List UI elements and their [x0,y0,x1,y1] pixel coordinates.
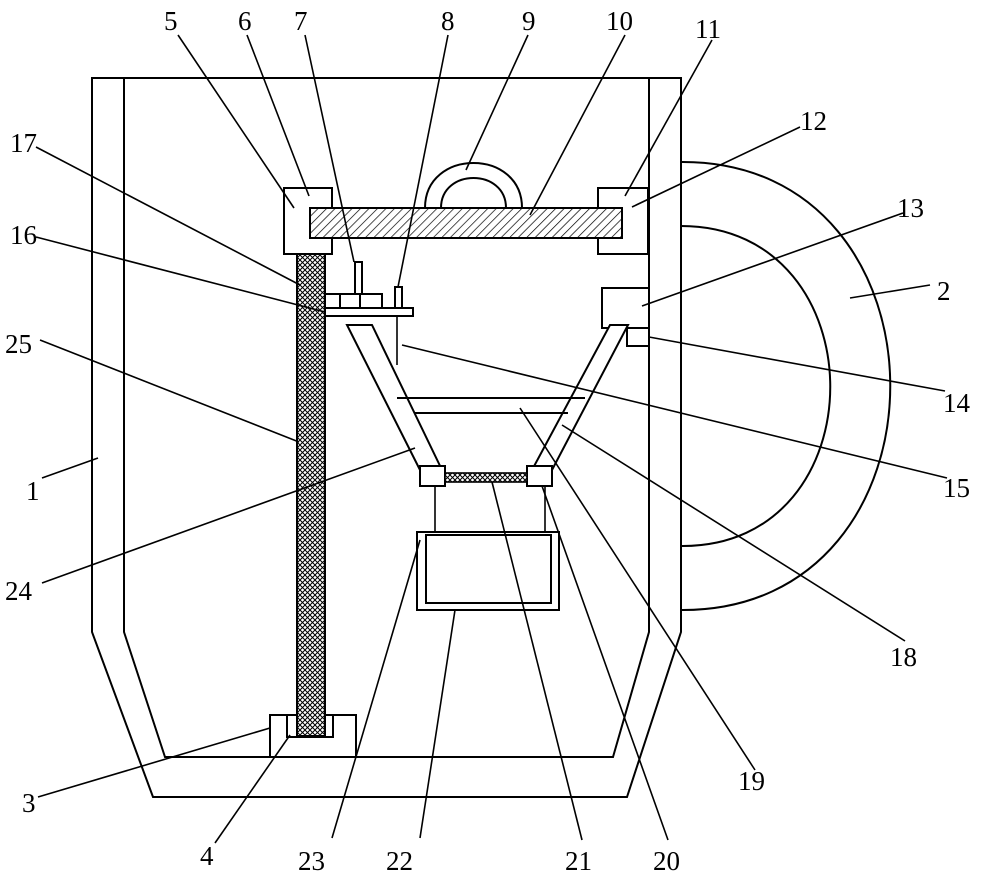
label-23: 23 [298,846,325,876]
label-3: 3 [22,788,36,818]
leader-lines [36,35,947,843]
label-18: 18 [890,642,917,672]
label-21: 21 [565,846,592,876]
label-20: 20 [653,846,680,876]
cross-bar [397,398,585,413]
callout-labels: 1 2 3 4 5 6 7 8 9 10 11 12 13 14 15 16 1… [5,6,971,876]
label-17: 17 [10,128,37,158]
label-5: 5 [164,6,178,36]
label-9: 9 [522,6,536,36]
label-11: 11 [695,14,721,44]
lid-plate [310,208,622,238]
label-8: 8 [441,6,455,36]
label-24: 24 [5,576,33,606]
label-2: 2 [937,276,951,306]
lifting-ring [425,163,522,208]
label-12: 12 [800,106,827,136]
filter-assembly [420,466,552,535]
label-7: 7 [294,6,308,36]
label-15: 15 [943,473,970,503]
label-22: 22 [386,846,413,876]
cup-body [92,78,681,797]
label-1: 1 [26,476,40,506]
collection-box [417,532,559,610]
label-25: 25 [5,329,32,359]
label-10: 10 [606,6,633,36]
label-6: 6 [238,6,252,36]
label-4: 4 [200,841,214,871]
label-19: 19 [738,766,765,796]
label-16: 16 [10,220,37,250]
screw-rod [297,252,325,736]
label-14: 14 [943,388,971,418]
label-13: 13 [897,193,924,223]
